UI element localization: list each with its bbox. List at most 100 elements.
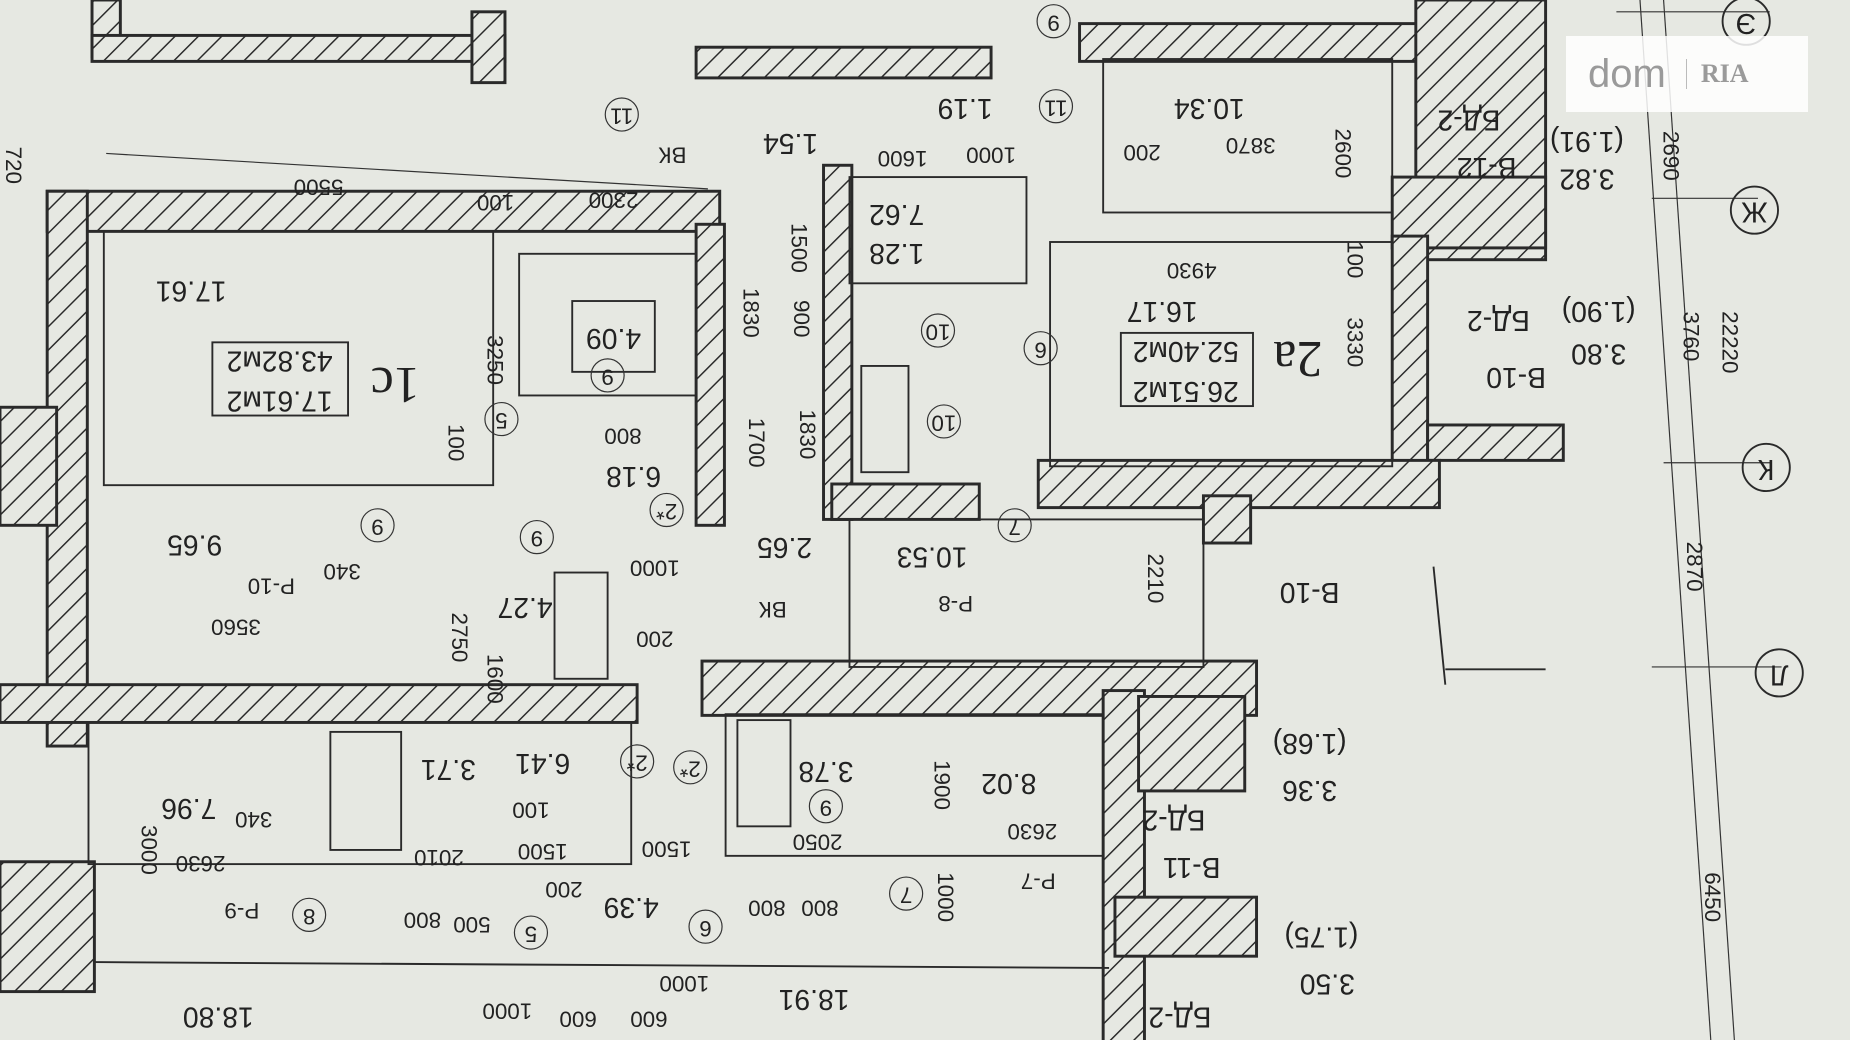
- dimension: 200: [1123, 140, 1160, 165]
- dimension: 500: [453, 912, 490, 937]
- circle-mark: 7: [889, 876, 924, 911]
- dimension: 3250: [482, 335, 507, 385]
- room-area: 8.02: [981, 767, 1036, 799]
- dimension: 3870: [1226, 133, 1276, 158]
- balcony-areas: 3.82 (1.91) 3.80 (1.90) 3.36 (1.68) 3.50…: [1273, 125, 1636, 1000]
- mark: В-12: [1457, 151, 1517, 183]
- dimension: 2690: [1659, 131, 1684, 181]
- apartment-2a: 2а 52.40м2 26.51м2: [1119, 330, 1322, 407]
- dimension: 340: [323, 559, 360, 584]
- dimension: 800: [404, 907, 441, 932]
- circle-mark: 9: [360, 508, 395, 543]
- dimension: 1000: [966, 143, 1016, 168]
- balcony-area: (1.91): [1550, 125, 1624, 157]
- room-area: 18.80: [183, 1001, 254, 1033]
- svg-text:9: 9: [1047, 10, 1059, 35]
- dom-ria-watermark: dom RIA: [1566, 36, 1808, 112]
- dimension: 600: [630, 1007, 667, 1032]
- mark: БД-2: [1142, 804, 1205, 836]
- dimensions: 5500 2300 100 720 3250 800 3560 340 2750…: [1, 129, 1743, 1032]
- element-marks: БД-2 В-12 БД-2 В-10 В-10 БД-2 В-11 БД-2 …: [224, 104, 1546, 1033]
- total-area: 43.82м2: [227, 344, 333, 376]
- apartment-name: 2а: [1273, 330, 1322, 387]
- svg-text:11: 11: [1044, 95, 1067, 120]
- room-area: 6.41: [515, 747, 570, 779]
- balcony-area: 3.50: [1300, 968, 1355, 1000]
- room-area: 6.18: [606, 460, 661, 492]
- room-area: 1.28: [869, 237, 924, 269]
- circle-mark: 6: [1023, 331, 1058, 366]
- room-area: 4.39: [604, 891, 659, 923]
- dimension: 800: [748, 896, 785, 921]
- svg-text:2*: 2*: [656, 499, 677, 524]
- room-area: 7.62: [869, 198, 924, 230]
- balcony-area: (1.90): [1562, 295, 1636, 327]
- dimension: 3000: [137, 825, 162, 875]
- room-area: 1.19: [938, 92, 993, 124]
- axis-label: Э: [1736, 7, 1756, 39]
- svg-text:6: 6: [699, 916, 711, 941]
- dimension: 2870: [1682, 542, 1707, 592]
- dimension: 1000: [482, 998, 532, 1023]
- balcony-area: (1.68): [1273, 727, 1347, 759]
- living-area: 17.61м2: [227, 385, 333, 417]
- dimension: 200: [636, 627, 673, 652]
- circle-mark: 2*: [620, 744, 655, 779]
- balcony-area: 3.82: [1559, 163, 1614, 195]
- circle-mark: 7: [997, 508, 1032, 543]
- dimension: 2630: [1007, 819, 1057, 844]
- mark: Р-9: [224, 898, 259, 923]
- room-lines: [87, 0, 1782, 1040]
- dimension: 2050: [793, 830, 843, 855]
- axis-label: Ж: [1741, 196, 1767, 228]
- room-area: 4.27: [497, 591, 552, 623]
- dimension: 1500: [518, 839, 568, 864]
- circle-mark: 9: [808, 789, 844, 824]
- circle-mark: 8: [292, 897, 327, 932]
- room-area: 3.71: [421, 753, 476, 785]
- balcony-area: 3.36: [1282, 774, 1337, 806]
- room-area: 2.65: [757, 531, 812, 563]
- dimension: 5500: [294, 174, 344, 199]
- balcony-area: (1.75): [1284, 920, 1358, 952]
- dimension: 600: [559, 1007, 596, 1032]
- dimension: 2750: [447, 613, 472, 663]
- dimension: 1000: [630, 556, 680, 581]
- mark: Р-7: [1021, 869, 1056, 894]
- dimension: 1000: [659, 971, 709, 996]
- dimension: 800: [604, 423, 641, 448]
- circle-mark: 9: [519, 520, 554, 555]
- axis-markers: Э Ж К Л: [1721, 0, 1804, 698]
- dimension: 2010: [414, 845, 464, 870]
- dimension: 2600: [1331, 129, 1356, 179]
- dimension: 1600: [482, 654, 507, 704]
- dimension: 4930: [1167, 258, 1217, 283]
- room-area: 7.96: [161, 792, 216, 824]
- circle-mark: 9: [590, 358, 625, 393]
- dimension: 720: [1, 147, 26, 184]
- dimension: 100: [443, 424, 468, 461]
- dimension: 22220: [1718, 311, 1743, 373]
- circle-mark: 2*: [649, 492, 684, 528]
- room-area: 4.09: [586, 322, 641, 354]
- room-area: 3.78: [798, 755, 853, 787]
- walls: [0, 0, 1565, 1040]
- dimension: 2630: [176, 851, 226, 876]
- dimension: 1000: [933, 872, 958, 922]
- dimension: 100: [477, 190, 514, 215]
- room-area: 9.65: [167, 529, 222, 561]
- mark: БД-2: [1148, 1001, 1211, 1033]
- room-area: 10.53: [897, 540, 968, 572]
- axis-label: Л: [1770, 658, 1789, 690]
- dimension: 200: [545, 877, 582, 902]
- svg-text:10: 10: [931, 411, 956, 436]
- svg-text:7: 7: [900, 883, 912, 908]
- svg-text:9: 9: [371, 514, 383, 539]
- dimension: 1830: [795, 409, 820, 459]
- circle-mark: 9: [1036, 4, 1071, 39]
- mark: ВК: [759, 597, 787, 622]
- room-area: 18.91: [779, 983, 850, 1015]
- dimension: 100: [1342, 241, 1367, 278]
- balcony-area: 3.80: [1571, 337, 1626, 369]
